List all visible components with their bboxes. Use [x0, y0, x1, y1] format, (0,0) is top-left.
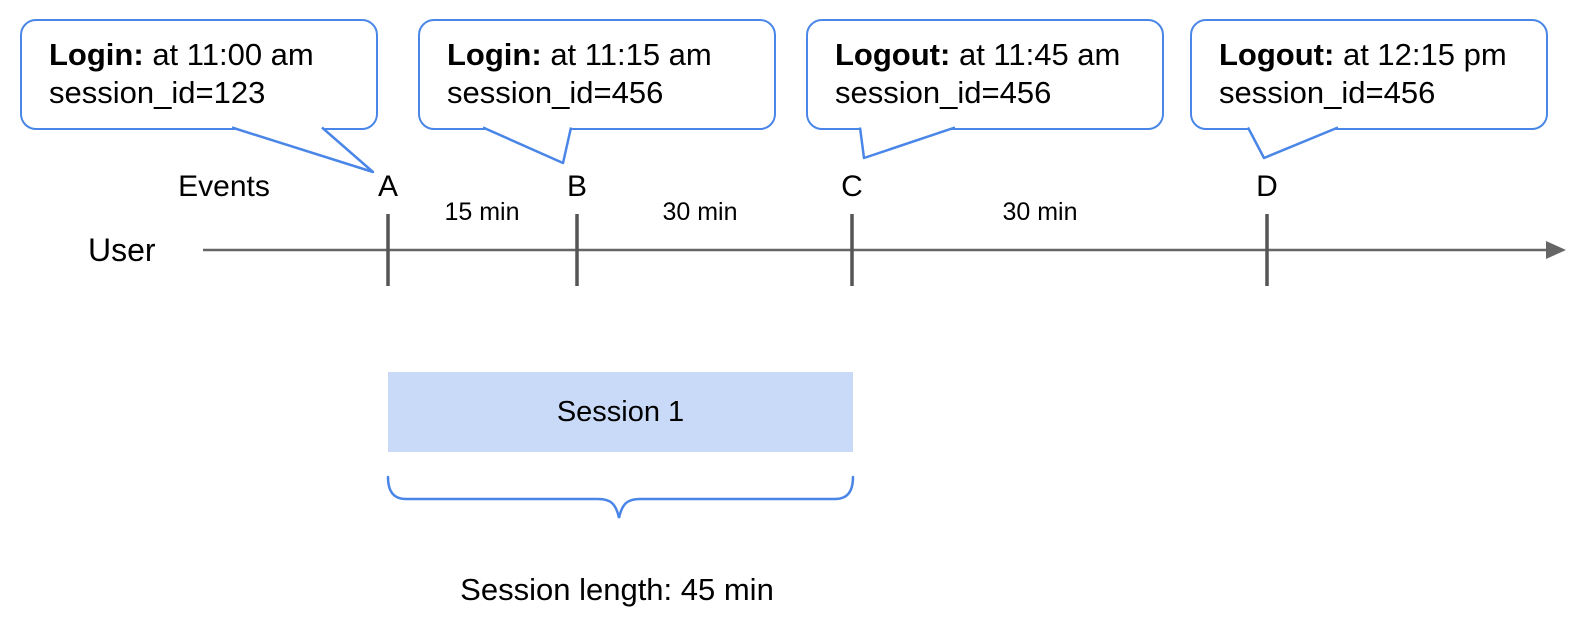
- event-time-text: at 11:45 am: [958, 37, 1121, 72]
- event-type-label: Logout:: [835, 37, 951, 72]
- callout-tail-c: [858, 126, 956, 160]
- event-marker-d: D: [1256, 170, 1278, 203]
- callout-event-c: Logout: at 11:45 am session_id=456: [806, 19, 1164, 130]
- events-axis-label: Events: [178, 170, 270, 203]
- event-marker-c: C: [841, 170, 863, 203]
- event-time-text: at 12:15 pm: [1342, 37, 1507, 72]
- event-type-label: Logout:: [1219, 37, 1335, 72]
- event-time-text: at 11:15 am: [550, 37, 712, 72]
- callout-line1: Login: at 11:15 am: [447, 36, 764, 74]
- event-session-id: session_id=456: [1219, 75, 1436, 110]
- callout-tail-b: [482, 126, 573, 165]
- event-session-id: session_id=123: [49, 75, 266, 110]
- event-marker-b: B: [566, 170, 588, 203]
- callout-line1: Login: at 11:00 am: [49, 36, 366, 74]
- event-session-id: session_id=456: [835, 75, 1052, 110]
- interval-label-c-d: 30 min: [1002, 198, 1078, 226]
- user-axis-label: User: [88, 232, 156, 268]
- event-time-text: at 11:00 am: [152, 37, 314, 72]
- timeline-arrowhead-icon: [1546, 241, 1566, 259]
- callout-event-d: Logout: at 12:15 pm session_id=456: [1190, 19, 1548, 130]
- interval-label-b-c: 30 min: [662, 198, 738, 226]
- callout-line1: Logout: at 11:45 am: [835, 36, 1152, 74]
- event-marker-a: A: [377, 170, 399, 203]
- session-brace: [386, 475, 855, 519]
- session-length-caption: Session length: 45 min: [460, 572, 774, 607]
- interval-label-a-b: 15 min: [444, 198, 520, 226]
- session-1-label: Session 1: [556, 395, 685, 428]
- callout-event-a: Login: at 11:00 am session_id=123: [20, 19, 378, 130]
- session-1-band: Session 1: [388, 372, 853, 452]
- event-type-label: Login:: [447, 37, 542, 72]
- event-session-id: session_id=456: [447, 75, 664, 110]
- event-type-label: Login:: [49, 37, 144, 72]
- callout-tail-d: [1246, 126, 1339, 160]
- callout-line1: Logout: at 12:15 pm: [1219, 36, 1536, 74]
- callout-event-b: Login: at 11:15 am session_id=456: [418, 19, 776, 130]
- callout-tail-a: [231, 126, 375, 174]
